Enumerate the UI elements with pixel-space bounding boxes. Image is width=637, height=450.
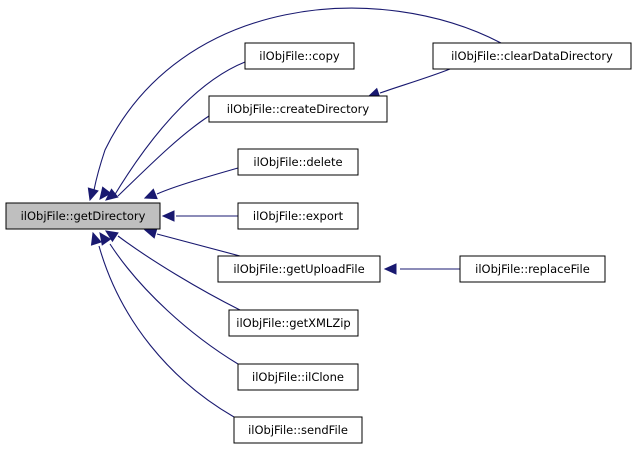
- node-getDirectory[interactable]: ilObjFile::getDirectory: [5, 202, 161, 230]
- node-box[interactable]: [459, 255, 606, 283]
- node-label: ilObjFile::ilClone: [252, 370, 344, 384]
- node-label: ilObjFile::sendFile: [248, 423, 348, 437]
- node-label: ilObjFile::clearDataDirectory: [451, 49, 613, 63]
- edge-replaceFile-to-getUploadFile: [383, 263, 460, 275]
- arrowhead-icon: [383, 263, 397, 275]
- edge-getUploadFile-to-getDirectory: [143, 227, 241, 257]
- node-clearDataDirectory[interactable]: ilObjFile::clearDataDirectory: [432, 42, 632, 70]
- node-box[interactable]: [432, 42, 632, 70]
- edge-createDirectory-to-getDirectory: [105, 115, 210, 201]
- arrowhead-icon: [104, 230, 119, 243]
- node-getXMLZip[interactable]: ilObjFile::getXMLZip: [228, 309, 359, 337]
- node-label: ilObjFile::replaceFile: [475, 262, 590, 276]
- node-box[interactable]: [228, 309, 359, 337]
- arrowhead-icon: [161, 210, 175, 222]
- node-label: ilObjFile::delete: [253, 155, 342, 169]
- node-replaceFile[interactable]: ilObjFile::replaceFile: [459, 255, 606, 283]
- node-box[interactable]: [237, 148, 359, 176]
- node-label: ilObjFile::copy: [259, 49, 340, 63]
- node-sendFile[interactable]: ilObjFile::sendFile: [233, 416, 363, 444]
- edge-copy-to-getDirectory: [99, 61, 246, 200]
- node-label: ilObjFile::export: [253, 209, 344, 223]
- node-box[interactable]: [208, 95, 388, 123]
- node-label: ilObjFile::getUploadFile: [233, 262, 364, 276]
- node-box[interactable]: [5, 202, 161, 230]
- edges-layer: [87, 7, 502, 418]
- arrowhead-icon: [105, 188, 119, 201]
- node-label: ilObjFile::getXMLZip: [236, 316, 350, 330]
- arrowhead-icon: [90, 231, 102, 246]
- edge-getXMLZip-to-getDirectory: [104, 230, 241, 311]
- node-label: ilObjFile::getDirectory: [21, 209, 146, 223]
- arrowhead-icon: [99, 232, 112, 246]
- node-box[interactable]: [237, 363, 359, 391]
- edge-sendFile-to-getDirectory: [90, 231, 235, 418]
- arrowhead-icon: [99, 186, 112, 200]
- node-box[interactable]: [244, 42, 355, 70]
- edge-clearDataDirectory-to-getDirectory: [87, 7, 502, 202]
- node-delete[interactable]: ilObjFile::delete: [237, 148, 359, 176]
- node-createDirectory[interactable]: ilObjFile::createDirectory: [208, 95, 388, 123]
- edge-export-to-getDirectory: [161, 210, 239, 222]
- node-ilClone[interactable]: ilObjFile::ilClone: [237, 363, 359, 391]
- node-box[interactable]: [217, 255, 381, 283]
- node-label: ilObjFile::createDirectory: [227, 102, 370, 116]
- edge-delete-to-getDirectory: [143, 167, 239, 200]
- node-export[interactable]: ilObjFile::export: [237, 202, 359, 230]
- arrowhead-icon: [143, 188, 158, 200]
- arrowhead-icon: [87, 187, 99, 202]
- node-copy[interactable]: ilObjFile::copy: [244, 42, 355, 70]
- node-getUploadFile[interactable]: ilObjFile::getUploadFile: [217, 255, 381, 283]
- edge-ilClone-to-getDirectory: [99, 232, 239, 365]
- arrowhead-icon: [143, 227, 158, 239]
- nodes-layer: ilObjFile::getDirectoryilObjFile::copyil…: [5, 42, 632, 444]
- edge-clearDataDirectory-to-createDirectory: [366, 68, 451, 99]
- node-box[interactable]: [233, 416, 363, 444]
- node-box[interactable]: [237, 202, 359, 230]
